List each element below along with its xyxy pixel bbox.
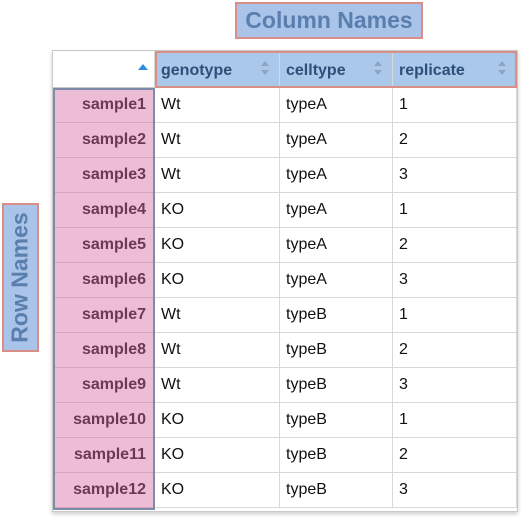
table-cell-celltype: typeB [280, 298, 393, 333]
column-header-label: replicate [399, 62, 465, 79]
column-header-celltype[interactable]: celltype [280, 51, 393, 88]
table-cell-celltype: typeA [280, 123, 393, 158]
table-cell-genotype: Wt [155, 158, 280, 193]
table-cell-celltype: typeA [280, 88, 393, 123]
table-cell-genotype: KO [155, 473, 280, 508]
row-name-header[interactable] [53, 51, 155, 88]
table-cell-celltype: typeB [280, 438, 393, 473]
row-name-cell: sample7 [53, 298, 155, 333]
table-cell-genotype: KO [155, 438, 280, 473]
sort-ascending-icon[interactable] [138, 64, 148, 70]
row-name-cell: sample4 [53, 193, 155, 228]
table-cell-celltype: typeB [280, 403, 393, 438]
sort-both-icon[interactable] [374, 61, 382, 75]
column-header-genotype[interactable]: genotype [155, 51, 280, 88]
table-cell-celltype: typeB [280, 473, 393, 508]
table-cell-genotype: Wt [155, 368, 280, 403]
table-cell-replicate: 3 [393, 158, 517, 193]
row-name-cell: sample12 [53, 473, 155, 508]
table-cell-celltype: typeB [280, 333, 393, 368]
table-cell-replicate: 2 [393, 123, 517, 158]
row-name-cell: sample2 [53, 123, 155, 158]
table-cell-genotype: KO [155, 403, 280, 438]
table-cell-replicate: 1 [393, 88, 517, 123]
table-cell-replicate: 2 [393, 228, 517, 263]
table-cell-genotype: Wt [155, 88, 280, 123]
table-cell-celltype: typeA [280, 263, 393, 298]
table-cell-genotype: Wt [155, 333, 280, 368]
table-cell-replicate: 3 [393, 368, 517, 403]
row-name-cell: sample9 [53, 368, 155, 403]
row-name-cell: sample10 [53, 403, 155, 438]
row-names-annotation: Row Names [2, 203, 39, 352]
row-name-cell: sample6 [53, 263, 155, 298]
table-cell-genotype: KO [155, 228, 280, 263]
column-header-label: celltype [286, 62, 346, 79]
row-names-annotation-text: Row Names [7, 212, 33, 343]
row-name-cell: sample1 [53, 88, 155, 123]
row-name-cell: sample8 [53, 333, 155, 368]
table-cell-replicate: 3 [393, 263, 517, 298]
column-names-annotation-text: Column Names [245, 7, 413, 33]
column-header-label: genotype [161, 62, 233, 79]
table-cell-celltype: typeB [280, 368, 393, 403]
table-cell-genotype: Wt [155, 298, 280, 333]
table-cell-genotype: KO [155, 263, 280, 298]
sort-both-icon[interactable] [261, 61, 269, 75]
row-name-cell: sample5 [53, 228, 155, 263]
table-cell-replicate: 1 [393, 403, 517, 438]
table-cell-celltype: typeA [280, 193, 393, 228]
table-cell-genotype: KO [155, 193, 280, 228]
sort-both-icon[interactable] [498, 61, 506, 75]
table-cell-replicate: 1 [393, 193, 517, 228]
table-cell-replicate: 2 [393, 333, 517, 368]
row-name-cell: sample11 [53, 438, 155, 473]
column-names-annotation: Column Names [235, 2, 423, 39]
column-header-replicate[interactable]: replicate [393, 51, 517, 88]
table-cell-replicate: 1 [393, 298, 517, 333]
table-cell-genotype: Wt [155, 123, 280, 158]
table-cell-replicate: 3 [393, 473, 517, 508]
table-cell-replicate: 2 [393, 438, 517, 473]
row-name-cell: sample3 [53, 158, 155, 193]
table-cell-celltype: typeA [280, 228, 393, 263]
table-cell-celltype: typeA [280, 158, 393, 193]
